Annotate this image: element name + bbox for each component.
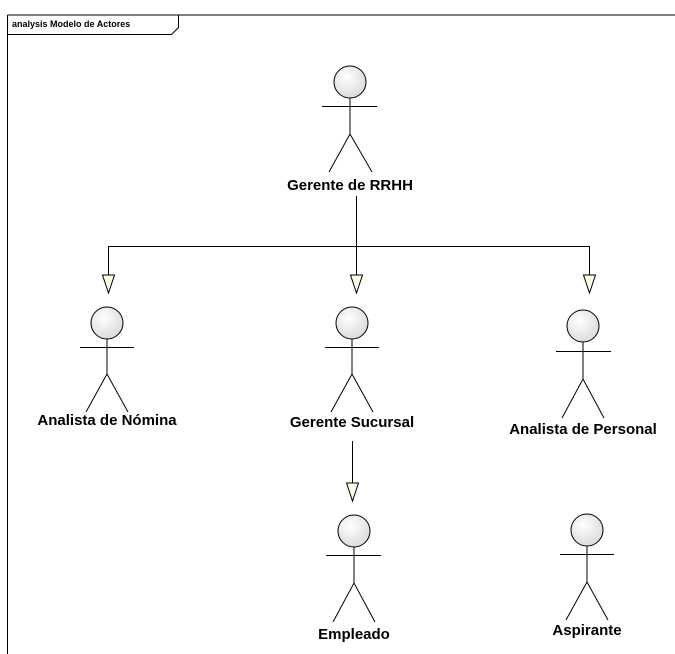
actor-empleado[interactable]: Empleado	[318, 514, 390, 643]
actor-legs	[565, 580, 609, 621]
actor-analista-nomina[interactable]: Analista de Nómina	[37, 306, 177, 429]
actor-legs	[330, 372, 374, 413]
generalization-arrowhead	[582, 274, 597, 295]
generalization-connectors	[101, 196, 597, 503]
actor-head	[90, 306, 124, 340]
actor-name: Analista de Nómina	[37, 412, 177, 429]
generalization-arrowhead	[101, 274, 116, 295]
actor-legs	[332, 581, 376, 623]
actor-head	[333, 65, 367, 99]
actor-aspirante[interactable]: Aspirante	[552, 513, 622, 639]
actor-analista-personal[interactable]: Analista de Personal	[509, 309, 657, 438]
diagram-frame: analysis Modelo de Actores	[7, 14, 675, 654]
actor-name: Analista de Personal	[509, 421, 657, 438]
actor-head	[566, 309, 600, 343]
frame-title-tab	[7, 15, 179, 35]
generalization-arrowhead	[349, 274, 364, 295]
generalization-arrowhead	[345, 482, 360, 503]
actor-gerente-sucursal[interactable]: Gerente Sucursal	[290, 306, 414, 431]
frame-title: analysis Modelo de Actores	[12, 19, 130, 29]
actor-head	[570, 513, 604, 547]
actor-head	[335, 306, 369, 340]
actor-legs	[85, 372, 129, 413]
actor-legs	[561, 377, 605, 419]
actor-name: Aspirante	[552, 622, 621, 639]
actor-gerente-rrhh[interactable]: Gerente de RRHH	[287, 65, 413, 194]
actor-name: Empleado	[318, 626, 390, 643]
actor-name: Gerente Sucursal	[290, 414, 414, 431]
actor-head	[337, 514, 371, 548]
actor-name: Gerente de RRHH	[287, 177, 413, 194]
actor-legs	[328, 132, 373, 173]
